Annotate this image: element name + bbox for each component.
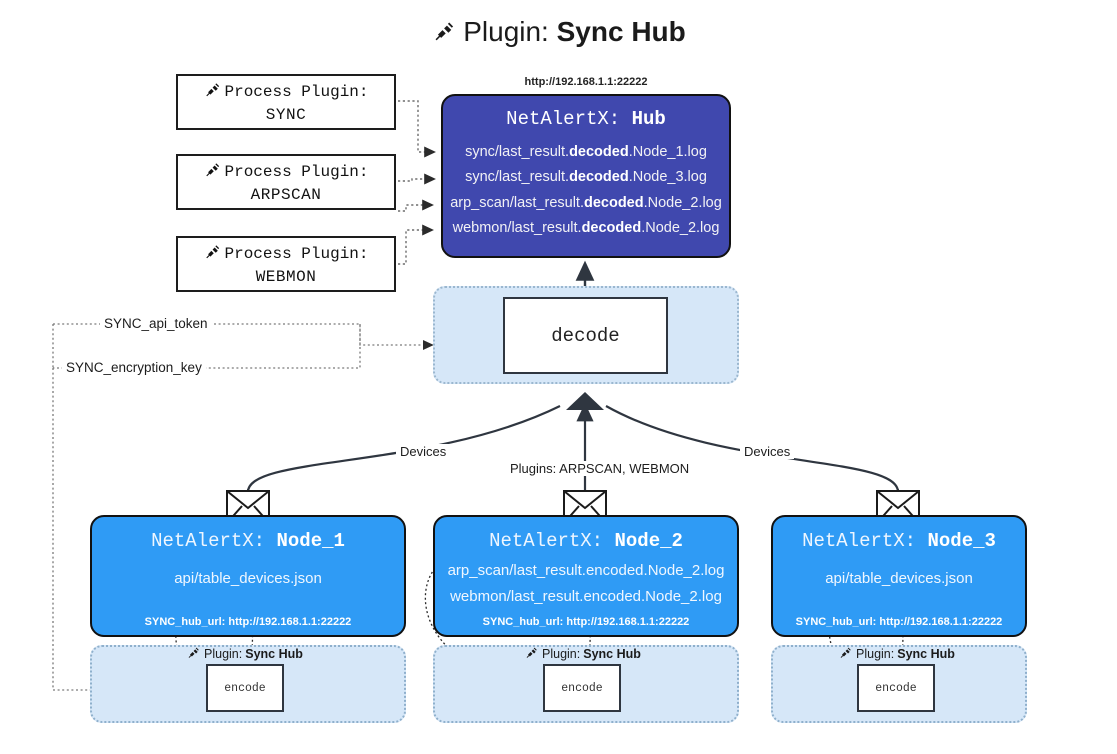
plug-icon <box>431 18 457 51</box>
title-prefix: Plugin: <box>463 16 549 47</box>
hub-log-line: sync/last_result.decoded.Node_3.log <box>465 169 707 186</box>
process-plugin-sync[interactable]: Process Plugin: SYNC <box>176 74 396 130</box>
encode-box-1[interactable]: encode <box>206 664 284 712</box>
encode-box-3[interactable]: encode <box>857 664 935 712</box>
encode-plugin-label-1: Plugin:Sync Hub <box>186 645 303 663</box>
node-line: api/table_devices.json <box>825 570 973 587</box>
node-title: NetAlertX: Node_1 <box>151 530 345 552</box>
process-plugin-label: Process Plugin: <box>224 163 369 181</box>
plug-icon <box>203 80 222 105</box>
plug-icon <box>203 160 222 185</box>
node-title: NetAlertX: Node_2 <box>489 530 683 552</box>
node-line: api/table_devices.json <box>174 570 322 587</box>
hub-title: NetAlertX: Hub <box>506 108 666 130</box>
plug-icon <box>524 645 539 663</box>
process-plugin-name: WEBMON <box>255 267 317 286</box>
node-1[interactable]: NetAlertX: Node_1 api/table_devices.json… <box>90 515 406 637</box>
node-line: webmon/last_result.encoded.Node_2.log <box>450 587 722 605</box>
node-footer: SYNC_hub_url: http://192.168.1.1:22222 <box>482 616 690 628</box>
decode-box[interactable]: decode <box>503 297 668 374</box>
sync-api-token-label: SYNC_api_token <box>100 316 212 331</box>
hub-url-label: http://192.168.1.1:22222 <box>524 76 648 88</box>
edge-label-devices-left: Devices <box>396 444 451 459</box>
plug-icon <box>203 242 222 267</box>
edge-label-devices-right: Devices <box>740 444 795 459</box>
node-title: NetAlertX: Node_3 <box>802 530 996 552</box>
hub-log-line: webmon/last_result.decoded.Node_2.log <box>452 220 720 237</box>
hub-title-name: Hub <box>631 108 666 130</box>
node-line: arp_scan/last_result.encoded.Node_2.log <box>447 562 725 579</box>
process-plugin-label: Process Plugin: <box>224 245 369 263</box>
encode-plugin-label-2: Plugin:Sync Hub <box>524 645 641 663</box>
process-plugin-arpscan[interactable]: Process Plugin: ARPSCAN <box>176 154 396 210</box>
sync-encryption-key-label: SYNC_encryption_key <box>62 360 206 375</box>
title-name: Sync Hub <box>556 16 686 47</box>
hub-log-line: arp_scan/last_result.decoded.Node_2.log <box>450 194 722 211</box>
node-footer: SYNC_hub_url: http://192.168.1.1:22222 <box>795 616 1003 628</box>
node-2[interactable]: NetAlertX: Node_2 arp_scan/last_result.e… <box>433 515 739 637</box>
hub-node[interactable]: NetAlertX: Hub sync/last_result.decoded.… <box>441 94 731 258</box>
plug-icon <box>186 645 201 663</box>
plug-icon <box>838 645 853 663</box>
hub-title-prefix: NetAlertX: <box>506 108 621 130</box>
page-title: Plugin: Sync Hub <box>0 16 1117 51</box>
node-footer: SYNC_hub_url: http://192.168.1.1:22222 <box>144 616 352 628</box>
process-plugin-webmon[interactable]: Process Plugin: WEBMON <box>176 236 396 292</box>
edge-label-plugins: Plugins: ARPSCAN, WEBMON <box>506 461 694 476</box>
encode-plugin-label-3: Plugin:Sync Hub <box>838 645 955 663</box>
encode-box-2[interactable]: encode <box>543 664 621 712</box>
process-plugin-name: SYNC <box>265 105 307 124</box>
process-plugin-label: Process Plugin: <box>224 83 369 101</box>
node-3[interactable]: NetAlertX: Node_3 api/table_devices.json… <box>771 515 1027 637</box>
process-plugin-name: ARPSCAN <box>250 185 322 204</box>
hub-log-line: sync/last_result.decoded.Node_1.log <box>465 144 707 160</box>
